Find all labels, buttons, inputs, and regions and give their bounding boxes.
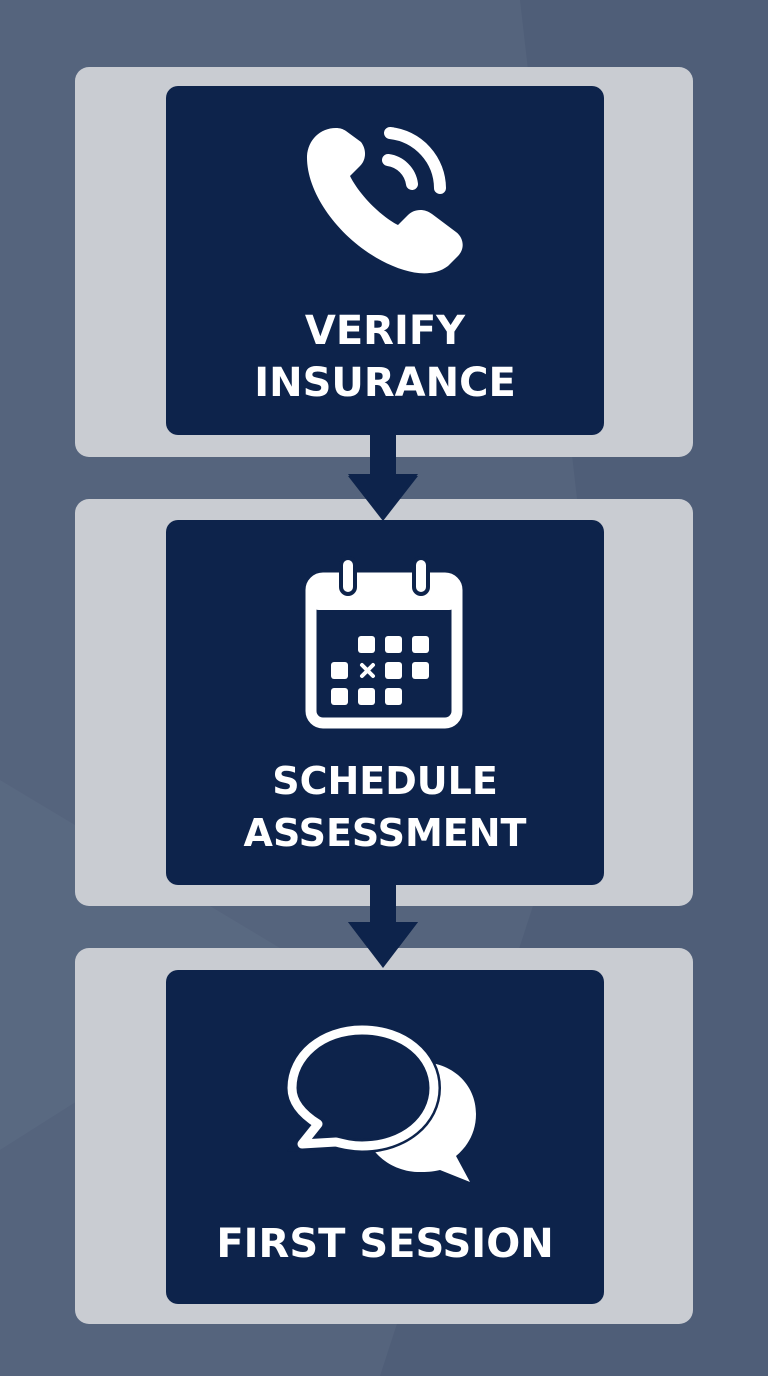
step-1-label-line-2: INSURANCE xyxy=(254,360,516,406)
step-2-label-line-1: SCHEDULE xyxy=(272,759,498,803)
step-2-label: SCHEDULE ASSESSMENT xyxy=(166,755,604,859)
arrow-down-icon xyxy=(348,918,418,968)
chat-bubbles-icon xyxy=(284,1022,476,1182)
step-3-label: FIRST SESSION xyxy=(166,1218,604,1270)
phone-icon xyxy=(306,127,463,274)
calendar-icon xyxy=(305,556,463,729)
arrow-down-icon xyxy=(348,470,418,521)
step-1-label-line-1: VERIFY xyxy=(304,308,466,354)
step-2-label-line-2: ASSESSMENT xyxy=(243,811,527,855)
step-3-label-line-1: FIRST SESSION xyxy=(216,1221,554,1267)
step-1-label: VERIFY INSURANCE xyxy=(166,305,604,409)
